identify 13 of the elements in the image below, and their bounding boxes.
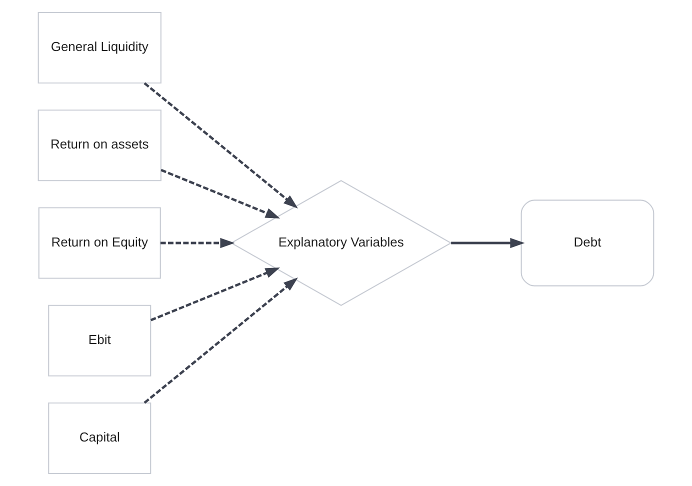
node-diamond: Explanatory Variables bbox=[230, 180, 452, 306]
arrow bbox=[160, 168, 280, 219]
node-box: General Liquidity bbox=[38, 12, 162, 84]
arrow bbox=[144, 277, 298, 404]
arrow bbox=[451, 238, 525, 248]
arrow bbox=[160, 238, 235, 248]
node-box: Capital bbox=[48, 402, 152, 474]
node-box: Debt bbox=[520, 200, 654, 286]
node-box: Ebit bbox=[48, 304, 152, 376]
node-box: Return on assets bbox=[38, 110, 162, 182]
arrow bbox=[144, 82, 298, 209]
node-box: Return on Equity bbox=[38, 207, 161, 279]
arrow bbox=[150, 267, 280, 322]
